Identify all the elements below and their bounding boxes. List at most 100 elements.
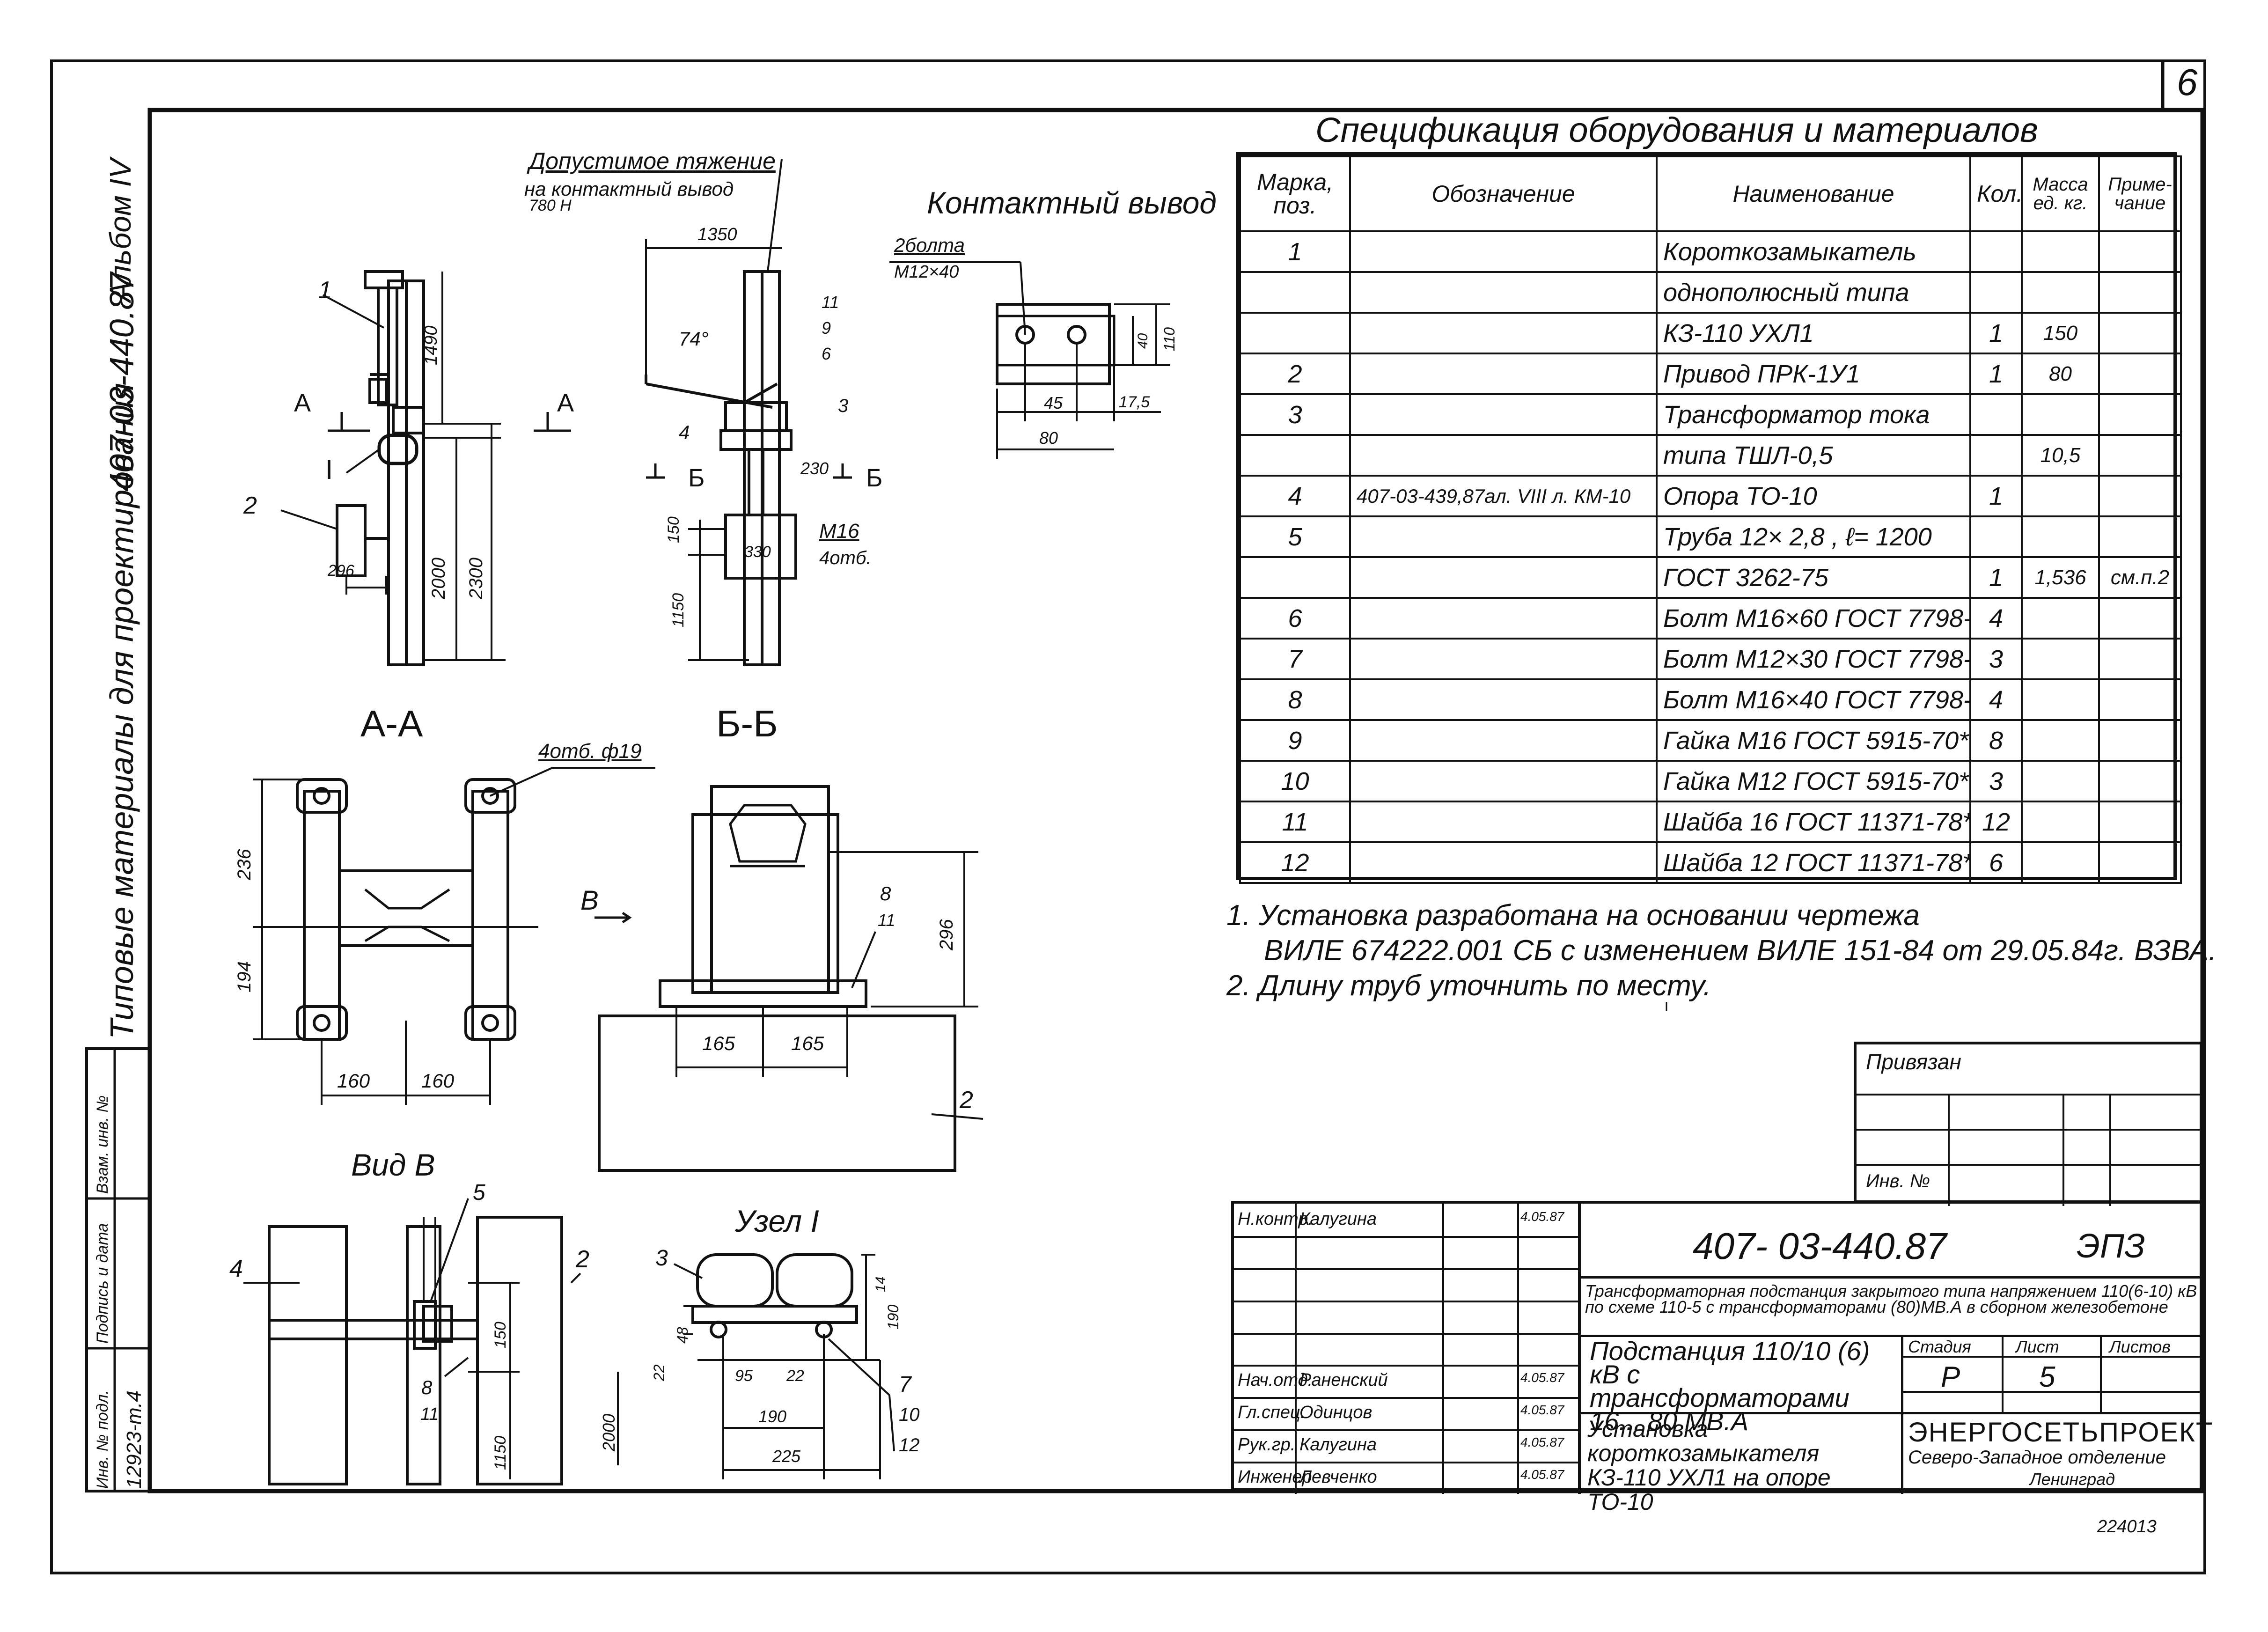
sheets-label: Листов xyxy=(2109,1337,2171,1356)
spec-cell-note xyxy=(2098,638,2182,680)
spec-header-note: Приме- чание xyxy=(2098,155,2182,232)
spec-cell-note xyxy=(2098,760,2182,802)
dim-236: 236 xyxy=(234,849,255,880)
stage-label: Стадия xyxy=(1908,1337,1971,1356)
sheet-label: Лист xyxy=(2016,1337,2059,1356)
dim-22-v: 22 xyxy=(651,1364,668,1381)
spec-cell-designation xyxy=(1349,597,1658,640)
spec-cell-mass xyxy=(2021,638,2100,680)
section-aa xyxy=(253,767,655,1105)
dim-1350: 1350 xyxy=(697,225,737,244)
callout-3-node: 3 xyxy=(655,1246,668,1271)
dim-330: 330 xyxy=(744,543,771,561)
spec-cell-mass xyxy=(2021,393,2100,436)
spec-cell-designation xyxy=(1349,638,1658,680)
spec-header-row: Марка, поз. Обозначение Наименование Кол… xyxy=(1239,155,2182,232)
contact-terminal-view xyxy=(889,261,1170,459)
spec-header-mark: Марка, поз. xyxy=(1239,155,1351,232)
callout-b-left: Б xyxy=(688,464,705,492)
callout-12-node: 12 xyxy=(899,1435,920,1456)
dim-160-right: 160 xyxy=(421,1070,455,1092)
dim-2300: 2300 xyxy=(466,558,486,599)
spec-cell-designation xyxy=(1349,841,1658,884)
spec-cell-qty xyxy=(1969,230,2023,273)
dim-74deg: 74° xyxy=(679,328,709,350)
spec-cell-qty xyxy=(1969,434,2023,477)
spec-cell-designation xyxy=(1349,801,1658,843)
org-name: ЭНЕРГОСЕТЬПРОЕКТ xyxy=(1908,1417,2214,1448)
dim-14: 14 xyxy=(873,1276,888,1292)
dim-2000: 2000 xyxy=(428,558,449,599)
callout-8-vidv: 8 xyxy=(421,1376,433,1398)
dim-230: 230 xyxy=(800,459,829,478)
spec-cell-note xyxy=(2098,475,2182,517)
left-stamp-frame xyxy=(85,1047,151,1492)
spec-cell-qty: 1 xyxy=(1969,556,2023,599)
spec-cell-name: типа ТШЛ-0,5 xyxy=(1656,434,1971,477)
outer-frame xyxy=(50,59,2206,1574)
note-1: 1. Установка разработана на основании че… xyxy=(1226,899,1920,932)
spec-cell-mark: 8 xyxy=(1239,678,1351,721)
callout-10-node: 10 xyxy=(899,1404,920,1425)
bolt-holes-4-label: 4отб. xyxy=(819,548,872,568)
callout-node-i: I xyxy=(325,455,333,485)
dim-150-side: 150 xyxy=(665,516,683,543)
callout-11-side: 11 xyxy=(822,293,839,312)
dim-165-left: 165 xyxy=(702,1032,735,1054)
spec-cell-designation xyxy=(1349,556,1658,599)
side-view xyxy=(645,159,852,666)
spec-cell-mass xyxy=(2021,760,2100,802)
spec-cell-qty xyxy=(1969,515,2023,558)
dim-1150-side: 1150 xyxy=(669,593,687,627)
spec-cell-qty: 1 xyxy=(1969,475,2023,517)
spec-header-mass: Масса ед. кг. xyxy=(2021,155,2100,232)
org-dept: Северо-Западное отделение xyxy=(1908,1447,2166,1468)
spec-cell-mass xyxy=(2021,230,2100,273)
spec-cell-name: Болт М16×40 ГОСТ 7798-70* xyxy=(1656,678,1971,721)
permitted-tension-label: Допустимое тяжение xyxy=(529,148,776,174)
spec-cell-name: Шайба 12 ГОСТ 11371-78* xyxy=(1656,841,1971,884)
spec-cell-note xyxy=(2098,678,2182,721)
contact-terminal-title: Контактный вывод xyxy=(927,185,1217,220)
signer-name: Калугина xyxy=(1299,1435,1377,1455)
sheet-title: Установка короткозамыкателя КЗ-110 УХЛ1 … xyxy=(1587,1416,1831,1515)
dim-190-v: 190 xyxy=(885,1304,902,1330)
spec-cell-qty: 8 xyxy=(1969,719,2023,762)
spec-cell-note xyxy=(2098,353,2182,395)
signer-date: 4.05.87 xyxy=(1520,1403,1564,1418)
sheet-number: 6 xyxy=(2177,61,2198,103)
spec-cell-name: Короткозамыкатель xyxy=(1656,230,1971,273)
dim-194: 194 xyxy=(234,961,255,992)
dim-45: 45 xyxy=(1044,393,1063,412)
spec-cell-name: Болт М16×60 ГОСТ 7798-70* xyxy=(1656,597,1971,640)
title-project: Трансформаторная подстанция закрытого ти… xyxy=(1585,1281,2197,1316)
spec-cell-mark: 5 xyxy=(1239,515,1351,558)
spec-cell-designation xyxy=(1349,393,1658,436)
spec-cell-name: Шайба 16 ГОСТ 11371-78* xyxy=(1656,801,1971,843)
signer-role: Рук.гр. xyxy=(1238,1435,1296,1455)
spec-cell-note xyxy=(2098,271,2182,314)
note-2: 2. Длину труб уточнить по месту. xyxy=(1226,970,1711,1002)
title-substation: Подстанция 110/10 (6) кВ с трансформатор… xyxy=(1590,1336,1870,1436)
note-1-continued: ВИЛЕ 674222.001 СБ с изменением ВИЛЕ 151… xyxy=(1264,934,2217,967)
dim-2000-node: 2000 xyxy=(599,1413,618,1451)
spec-cell-mark xyxy=(1239,434,1351,477)
spec-cell-mass: 150 xyxy=(2021,312,2100,354)
signer-role: Гл.спец. xyxy=(1238,1403,1306,1423)
spec-cell-name: Трансформатор тока xyxy=(1656,393,1971,436)
callout-2-bb: 2 xyxy=(960,1087,973,1114)
callout-4-side: 4 xyxy=(679,421,690,443)
spec-cell-note xyxy=(2098,312,2182,354)
stage-value: Р xyxy=(1941,1361,1960,1393)
signer-role: Инженер xyxy=(1238,1467,1312,1487)
spec-cell-mass xyxy=(2021,271,2100,314)
